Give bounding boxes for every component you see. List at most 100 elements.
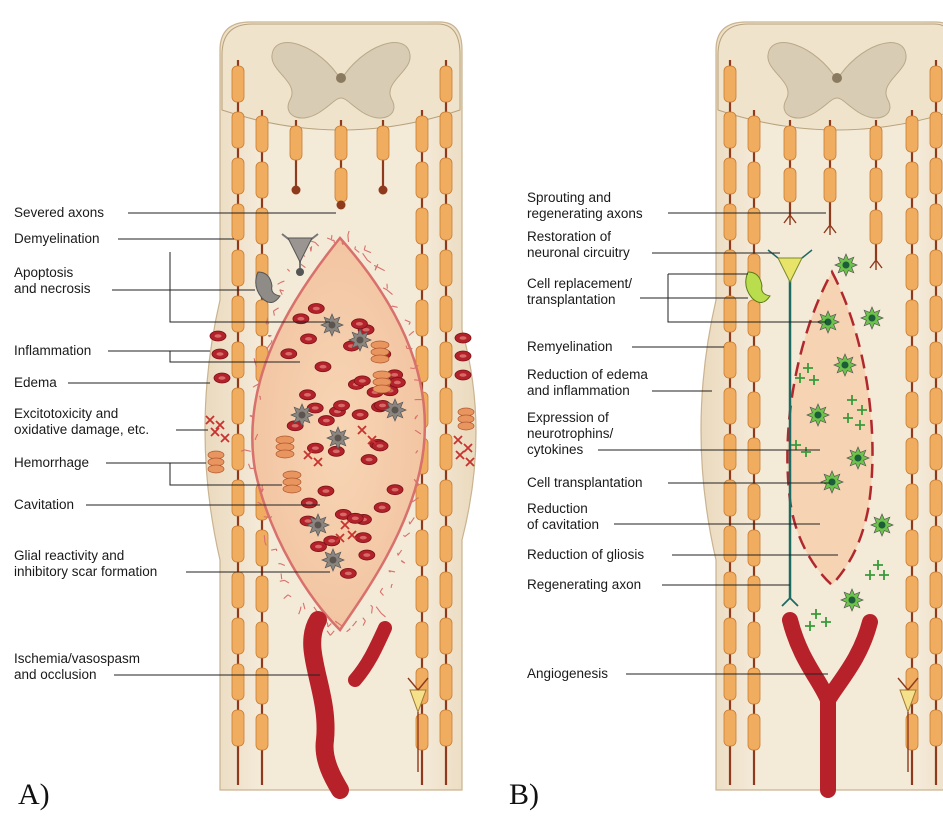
myelin-segment [724, 526, 736, 562]
reactive-glia-nucleus [298, 411, 305, 418]
blood-cell-center [345, 572, 352, 576]
label-severed-axons: Severed axons [14, 205, 104, 221]
panel-letter-b: B) [509, 778, 539, 812]
reactive-glia-nucleus [314, 521, 321, 528]
label-demyelination: Demyelination [14, 231, 100, 247]
myelin-segment [748, 622, 760, 658]
blood-cell-center [379, 404, 386, 408]
myelin-segment [724, 296, 736, 332]
reactive-glia-nucleus [334, 434, 341, 441]
myelin-segment [232, 526, 244, 562]
apoptotic-body [296, 268, 304, 276]
hemorrhage-cell [208, 465, 224, 473]
myelin-segment [440, 296, 452, 332]
myelin-segment [256, 530, 268, 566]
myelin-segment [906, 438, 918, 474]
myelin-segment [748, 392, 760, 428]
blood-cell-center [352, 517, 359, 521]
myelin-segment [930, 710, 942, 746]
myelin-segment [906, 392, 918, 428]
blood-cell-center [356, 322, 363, 326]
reactive-glia-nucleus [328, 321, 335, 328]
myelin-segment [906, 116, 918, 152]
myelin-segment [440, 526, 452, 562]
myelin-segment [906, 208, 918, 244]
blood-cell-center [460, 373, 467, 377]
myelin-segment [232, 618, 244, 654]
blood-cell-center [315, 545, 322, 549]
myelin-segment [724, 342, 736, 378]
blood-cell-center [394, 381, 401, 385]
label-cell-transplantation: Cell transplantation [527, 475, 643, 491]
myelin-segment [724, 480, 736, 516]
myelin-segment [440, 342, 452, 378]
myelin-segment [232, 434, 244, 470]
blood-cell-center [313, 307, 320, 311]
myelin-segment [748, 346, 760, 382]
label-regenerating-axon: Regenerating axon [527, 577, 641, 593]
myelin-segment [256, 668, 268, 704]
myelin-segment [440, 572, 452, 608]
label-remyelination: Remyelination [527, 339, 613, 355]
blood-cell-center [360, 536, 367, 540]
severed-axon-end [337, 201, 346, 210]
blood-cell-center [357, 413, 364, 417]
myelin-segment [930, 664, 942, 700]
myelin-segment [232, 250, 244, 286]
blood-cell-center [305, 337, 312, 341]
myelin-segment [906, 622, 918, 658]
blood-cell-center [322, 489, 329, 493]
blood-cell-center [219, 376, 226, 380]
myelin-segment [784, 126, 796, 160]
myelin-segment [824, 168, 836, 202]
transplanted-glia-nucleus [878, 521, 885, 528]
label-reduction-gliosis: Reduction of gliosis [527, 547, 644, 563]
transplanted-glia-nucleus [854, 454, 861, 461]
myelin-segment [416, 300, 428, 336]
reactive-glia-nucleus [391, 406, 398, 413]
myelin-segment [930, 572, 942, 608]
myelin-segment [440, 664, 452, 700]
blood-cell-center [377, 444, 384, 448]
myelin-segment [930, 434, 942, 470]
myelin-segment [232, 342, 244, 378]
myelin-segment [748, 162, 760, 198]
myelin-segment [930, 66, 942, 102]
myelin-segment [416, 254, 428, 290]
myelin-segment [232, 66, 244, 102]
myelin-segment [440, 434, 452, 470]
blood-cell-center [217, 352, 224, 356]
central-canal [336, 73, 346, 83]
myelin-segment [440, 250, 452, 286]
myelin-segment [748, 116, 760, 152]
myelin-segment [440, 66, 452, 102]
myelin-segment [232, 158, 244, 194]
myelin-segment [440, 158, 452, 194]
myelin-segment [440, 618, 452, 654]
myelin-segment [232, 664, 244, 700]
myelin-segment [870, 210, 882, 244]
myelin-segment [906, 530, 918, 566]
myelin-segment [724, 158, 736, 194]
myelin-segment [870, 168, 882, 202]
myelin-segment [930, 480, 942, 516]
reactive-glia-nucleus [329, 556, 336, 563]
myelin-segment [440, 480, 452, 516]
myelin-segment [724, 664, 736, 700]
blood-cell-center [333, 450, 340, 454]
myelin-segment [440, 388, 452, 424]
myelin-segment [724, 618, 736, 654]
blood-cell-center [392, 488, 399, 492]
myelin-segment [906, 254, 918, 290]
myelin-segment [232, 388, 244, 424]
myelin-segment [930, 296, 942, 332]
myelin-segment [748, 576, 760, 612]
myelin-segment [724, 710, 736, 746]
myelin-segment [870, 126, 882, 160]
myelin-segment [256, 162, 268, 198]
blood-cell-center [391, 373, 398, 377]
